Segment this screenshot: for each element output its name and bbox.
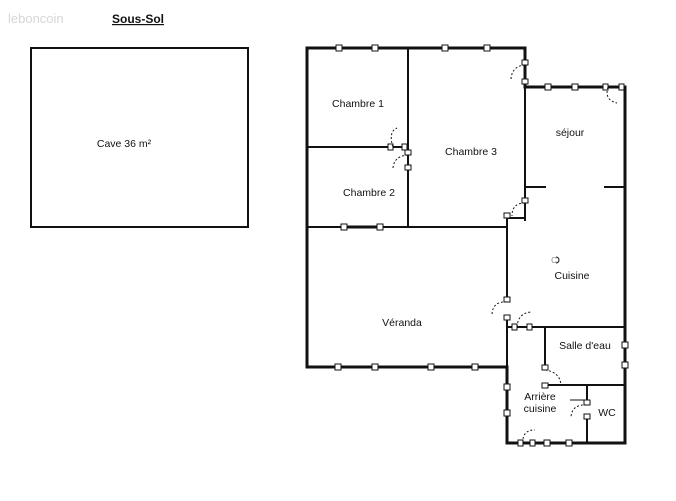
cuisine-symbol: C (551, 256, 557, 265)
windows (334, 44, 629, 447)
room-label-cuisine: Cuisine (554, 270, 589, 282)
room-label-chambre-1: Chambre 1 (332, 98, 384, 110)
watermark: leboncoin (8, 11, 64, 26)
room-label-wc: WC (598, 407, 616, 419)
room-label-chambre-2: Chambre 2 (343, 187, 395, 199)
room-label-veranda: Véranda (382, 317, 422, 329)
room-label-chambre-3: Chambre 3 (445, 146, 497, 158)
doors (387, 59, 625, 447)
room-labels: Chambre 1 Chambre 2 Chambre 3 séjour Cui… (332, 98, 616, 419)
room-label-cave: Cave 36 m² (97, 138, 152, 150)
room-label-arriere-cuisine-1: Arrière (524, 391, 556, 403)
plan-title: Sous-Sol (112, 12, 164, 26)
room-label-arriere-cuisine-2: cuisine (524, 403, 557, 415)
room-label-sejour: séjour (556, 127, 585, 139)
room-cave: Cave 36 m² (30, 47, 249, 228)
room-label-salle-d-eau: Salle d'eau (559, 340, 611, 352)
